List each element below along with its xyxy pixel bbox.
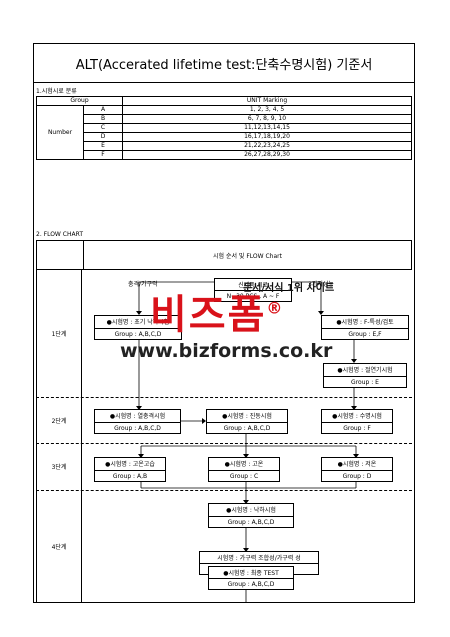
section-flow-chart: 2. FLOW CHART [36,231,83,238]
stage-label-1: 1단계 [36,270,82,397]
unit-cell: 26,27,28,29,30 [122,150,412,160]
unit-cell: 1, 2, 3, 4, 5 [122,105,412,115]
flow-connectors [136,281,359,602]
watermark-logo: 비즈폼® [150,282,284,340]
test-name: ●시험명 : 고온 [209,458,279,471]
unit-cell: 21,22,23,24,25 [122,141,412,151]
test-group: Group : A,B,C,D [227,518,275,526]
test-name: 시험명 : 가구력 조합성/가구력 성 [200,552,318,564]
test-box: ●시험명 : 초기 낙하시험 Group : A,B,C,D [94,315,182,340]
stage-label-2: 2단계 [36,397,82,443]
test-box: ●시험명 : F-특성/검토 Group : E,F [321,315,409,340]
sample-box: 신제품 시료 N=30 PCS , A ~ F [214,278,292,302]
column-divider [83,241,84,269]
test-box: ●시험명 : 수명시험 Group : F [321,409,393,434]
test-box: ●시험명 : 고온고습 Group : A,B [94,457,166,482]
group-cell: A [83,105,123,115]
test-name: ●시험명 : 수명시험 [322,410,392,423]
stage-label-4: 4단계 [36,490,82,602]
test-group: Group : A,B,C,D [223,424,271,432]
test-name: ●시험명 : 초기 낙하시험 [95,316,181,329]
test-box: ●시험명 : 절연기시험 Group : E [323,363,407,388]
table-row: B 6, 7, 8, 9, 10 [37,114,412,124]
test-group: Group : C [229,472,259,480]
test-name: ●시험명 : F-특성/검토 [322,316,408,329]
stage-divider [36,443,412,444]
group-header: Group [36,96,123,106]
watermark-url: www.bizforms.co.kr [120,340,333,362]
test-box: ●시험명 : 열충격시험 Group : A,B,C,D [94,409,181,434]
test-name: ●시험명 : 최종 TEST [209,567,293,579]
test-box: ●시험명 : 고온 Group : C [208,457,280,482]
table-row: D 16,17,18,19,20 [37,132,412,142]
test-group: Group : A,B [112,472,148,480]
table-row: E 21,22,23,24,25 [37,141,412,151]
sample-title: 신제품 시료 [215,279,291,291]
table-row: C 11,12,13,14,15 [37,123,412,133]
test-name: ●시험명 : 절연기시험 [324,364,406,377]
group-cell: E [83,141,123,151]
label-shock: 충격/가구력 [128,281,158,288]
stage-divider [36,490,412,491]
test-name: ●시험명 : 저온 [322,458,392,471]
unit-cell: 6, 7, 8, 9, 10 [122,114,412,124]
group-cell: B [83,114,123,124]
document-title: ALT(Accerated lifetime test:단축수명시험) 기준서 [34,44,414,83]
unit-cell: 16,17,18,19,20 [122,132,412,142]
watermark-brand: 비즈폼 [150,292,267,338]
test-group: Group : E,F [348,330,382,338]
test-name: ●시험명 : 고온고습 [95,458,165,471]
test-name: ●시험명 : 진동시험 [207,410,287,423]
stage-label-3: 3단계 [36,443,82,490]
test-box: ●시험명 : 낙하시험 Group : A,B,C,D [208,503,294,528]
test-group: Group : E [351,378,379,386]
table-row: F 26,27,28,29,30 [37,150,412,160]
test-group: Group : A,B,C,D [114,424,161,432]
test-group: Group : F [343,424,371,432]
section-sample-classification: 1.시험시료 분류 [36,88,77,95]
sample-count: N=30 PCS , A ~ F [226,293,280,300]
label-performance: 3가지성능 [308,281,334,288]
group-cell: C [83,123,123,133]
group-table: Group UNIT Marking Number A 1, 2, 3, 4, … [36,96,412,160]
test-group: Group : A,B,C,D [227,581,275,588]
watermark-tagline: 문서/서식 1위 사이트 [243,283,335,294]
test-box: ●시험명 : 최종 TEST Group : A,B,C,D [208,566,294,590]
table-row: Number A 1, 2, 3, 4, 5 [36,105,412,160]
test-group: Group : D [342,472,372,480]
registered-mark: ® [266,298,285,318]
flow-chart-title: 시험 순서 및 FLOW Chart [213,252,282,260]
unit-marking-header: UNIT Marking [122,96,412,106]
group-cell: D [83,132,123,142]
number-label: Number [36,105,84,160]
flow-chart-header: 시험 순서 및 FLOW Chart [36,240,412,270]
test-box: ●시험명 : 진동시험 Group : A,B,C,D [206,409,288,434]
test-box: ●시험명 : 저온 Group : D [321,457,393,482]
test-name: ●시험명 : 낙하시험 [209,504,293,517]
group-cell: F [83,150,123,160]
test-group: Group : A,B,C,D [114,330,162,338]
test-name: ●시험명 : 열충격시험 [95,410,180,423]
stage-divider [36,397,412,398]
group-table-header: Group UNIT Marking [36,96,412,106]
unit-cell: 11,12,13,14,15 [122,123,412,133]
